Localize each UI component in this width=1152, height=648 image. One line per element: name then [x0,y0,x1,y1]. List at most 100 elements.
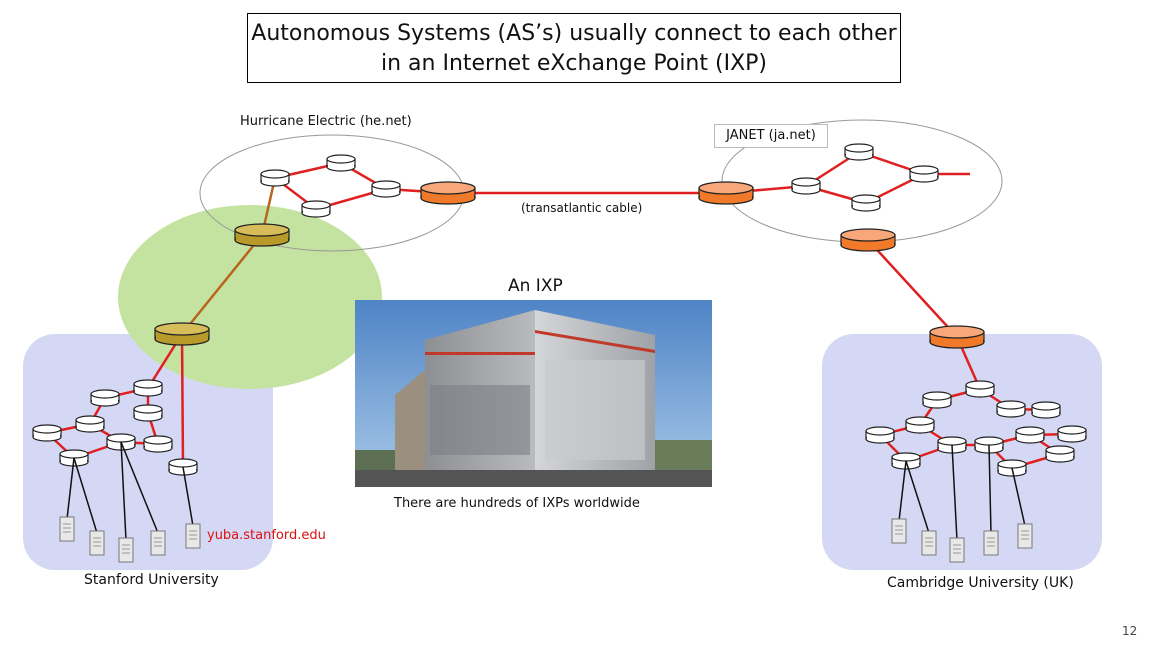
server-body [59,516,75,542]
router-s1 [133,379,163,397]
host-label: yuba.stanford.edu [207,528,326,543]
server-icon [150,530,166,556]
server-body [1017,523,1033,549]
hurricane-electric-label: Hurricane Electric (he.net) [240,114,412,129]
transatlantic-cable-label: (transatlantic cable) [521,201,643,215]
router-top [844,143,874,153]
server-body [150,530,166,556]
router-top [922,391,952,401]
router-c5 [905,416,935,434]
router-top [371,180,401,190]
router-top [840,228,896,242]
router-top [965,380,995,390]
servers [59,441,1033,563]
server-icon [118,537,134,563]
cambridge-university-label: Cambridge University (UK) [887,575,1074,591]
router-s2 [90,389,120,407]
router-s7 [143,435,173,453]
server-body [949,537,965,563]
router-jB2 [840,228,896,252]
router-top [75,415,105,425]
router-top [909,165,939,175]
server-link-c-sv3 [951,444,958,541]
router-top [260,169,290,179]
ixp-caption: There are hundreds of IXPs worldwide [394,496,640,511]
server-body [118,537,134,563]
router-top [106,433,136,443]
router-c10 [1057,425,1087,443]
router-top [59,449,89,459]
page-number: 12 [1122,624,1138,638]
router-s5 [32,424,62,442]
router-top [168,458,198,468]
server-icon [59,516,75,542]
router-c3 [996,400,1026,418]
router-c2 [922,391,952,409]
server-icon [1017,523,1033,549]
router-top [937,436,967,446]
router-c12 [1045,445,1075,463]
janet-label: JANET (ja.net) [714,124,828,148]
router-c4 [1031,401,1061,419]
stanford-campus-region [23,334,273,570]
server-icon [89,530,105,556]
router-top [851,194,881,204]
server-body [921,530,937,556]
router-c1 [965,380,995,398]
router-top [974,436,1004,446]
router-top [420,181,476,195]
router-cB [929,325,985,349]
router-top [905,416,935,426]
server-link-c-sv1 [898,460,907,522]
router-top [791,177,821,187]
server-body [891,518,907,544]
link-jB2-cB [867,239,958,338]
link-x1-x2 [181,234,263,335]
router-top [698,181,754,195]
router-top [133,404,163,414]
link-x2-s9 [180,333,185,468]
router-top [865,426,895,436]
router-top [997,459,1027,469]
server-icon [891,518,907,544]
title-line-1: Autonomous Systems (AS’s) usually connec… [251,21,897,46]
router-s4 [75,415,105,433]
router-top [90,389,120,399]
server-link-s-sv4 [120,441,159,534]
router-top [1015,426,1045,436]
router-top [32,424,62,434]
server-body [983,530,999,556]
router-c6 [865,426,895,444]
ixp-title: An IXP [508,276,563,296]
server-body [185,523,201,549]
router-top [133,379,163,389]
router-x2 [154,322,210,346]
router-top [154,322,210,336]
router-top [1045,445,1075,455]
server-link-s-sv2 [73,457,98,534]
router-s3 [133,404,163,422]
router-top [143,435,173,445]
router-h2 [326,154,356,172]
server-icon [921,530,937,556]
server-link-s-sv1 [66,457,75,520]
server-link-c-sv4 [988,444,992,534]
router-top [326,154,356,164]
router-top [1031,401,1061,411]
server-icon [185,523,201,549]
ixp-building-photo [355,300,712,487]
router-top [234,223,290,237]
server-icon [983,530,999,556]
router-top [1057,425,1087,435]
router-top [891,452,921,462]
router-j4 [851,194,881,212]
title-line-2: in an Internet eXchange Point (IXP) [381,51,767,76]
router-h4 [301,200,331,218]
router-hB [420,181,476,205]
server-link-s-sv3 [120,441,127,541]
router-h1 [260,169,290,187]
router-j3 [909,165,939,183]
router-x1 [234,223,290,247]
router-j1 [791,177,821,195]
